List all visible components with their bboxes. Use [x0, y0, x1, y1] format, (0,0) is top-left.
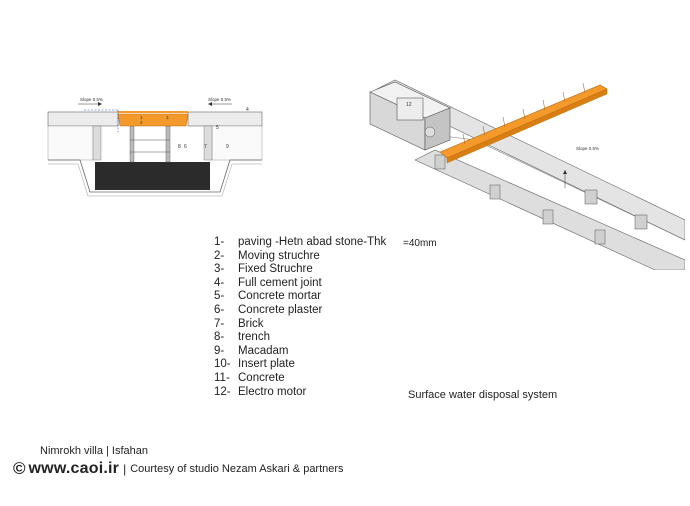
- credit-line: © www.caoi.ir | Courtesy of studio Nezam…: [13, 459, 344, 479]
- legend-item-number: 4-: [214, 276, 225, 289]
- callout-7: 7: [204, 144, 207, 150]
- legend-item-number: 7-: [214, 317, 225, 330]
- legend-item-number: 12-: [214, 385, 231, 398]
- callout-2: 2: [140, 120, 143, 125]
- legend-item-text: Electro motor: [238, 385, 307, 398]
- legend-item-number: 5-: [214, 290, 225, 303]
- site-link[interactable]: www.caoi.ir: [28, 460, 120, 477]
- legend-item-number: 11-: [214, 371, 230, 384]
- legend-item-text: paving -Hetn abad stone-Thk: [238, 236, 387, 248]
- legend-item-text: Concrete mortar: [238, 290, 322, 303]
- legend-item: 10- Insert plate: [214, 358, 386, 372]
- figure-caption: Surface water disposal system: [408, 389, 558, 401]
- legend-item-number: 9-: [214, 344, 225, 357]
- callout-12: 12: [406, 102, 412, 108]
- legend-item: 7- Brick: [214, 318, 386, 332]
- legend-item: 5- Concrete mortar: [214, 290, 386, 304]
- legend-item: 2- Moving struchre: [214, 250, 386, 264]
- legend-item-text: Brick: [238, 317, 264, 330]
- legend-item-text: Concrete plaster: [238, 303, 323, 316]
- legend-item: 9- Macadam: [214, 345, 386, 359]
- legend-item-number: 2-: [214, 249, 225, 262]
- courtesy-text: Courtesy of studio Nezam Askari & partne…: [130, 463, 344, 475]
- slope-label-left: Slope 0.5%: [80, 97, 103, 102]
- section-drawing: Slope 0.5% Slope 0.5% 4 1 2 3 5 6 7 8 9: [47, 97, 263, 197]
- legend-item-text: Full cement joint: [238, 276, 322, 289]
- moving-structure: [117, 113, 189, 127]
- callout-9: 9: [226, 144, 229, 150]
- callout-1: 1: [140, 115, 143, 120]
- legend-item: 8- trench: [214, 331, 386, 345]
- callout-3: 3: [166, 115, 169, 120]
- callout-6: 6: [184, 144, 187, 150]
- legend-item: 4- Full cement joint: [214, 277, 386, 291]
- project-title: Nimrokh villa | Isfahan: [40, 445, 149, 457]
- legend-item-text: Concrete: [238, 371, 285, 384]
- legend-item-number: 6-: [214, 303, 225, 316]
- copyright-icon: ©: [13, 459, 26, 478]
- legend-item: 11- Concrete: [214, 372, 386, 386]
- legend-item-text: Macadam: [238, 344, 289, 357]
- legend-item-text: Moving struchre: [238, 249, 320, 262]
- legend-item-number: 1-: [214, 236, 225, 248]
- legend: 1- paving -Hetn abad stone-Thk 2- Moving st…: [214, 236, 386, 399]
- callout-5: 5: [216, 125, 219, 131]
- legend-item: 6- Concrete plaster: [214, 304, 386, 318]
- legend-item-text: Insert plate: [238, 358, 295, 371]
- legend-item-number: 10-: [214, 358, 231, 371]
- isometric-drawing: 12 Slope 0.5%: [369, 79, 685, 270]
- legend-item: 12- Electro motor: [214, 386, 386, 400]
- legend-item-number: 8-: [214, 331, 225, 344]
- separator: |: [123, 462, 127, 476]
- callout-4: 4: [246, 107, 249, 113]
- slope-label-right: Slope 0.5%: [208, 97, 231, 102]
- legend-item-number: 3-: [214, 263, 225, 276]
- legend-item-text: trench: [238, 331, 270, 344]
- callout-8: 8: [178, 144, 181, 150]
- legend-item-text: Fixed Struchre: [238, 263, 313, 276]
- thickness-note: =40mm: [403, 238, 437, 249]
- iso-slope-label: Slope 0.5%: [576, 146, 599, 151]
- legend-item: 1- paving -Hetn abad stone-Thk: [214, 236, 386, 250]
- legend-item: 3- Fixed Struchre: [214, 263, 386, 277]
- trench-concrete: [95, 162, 210, 190]
